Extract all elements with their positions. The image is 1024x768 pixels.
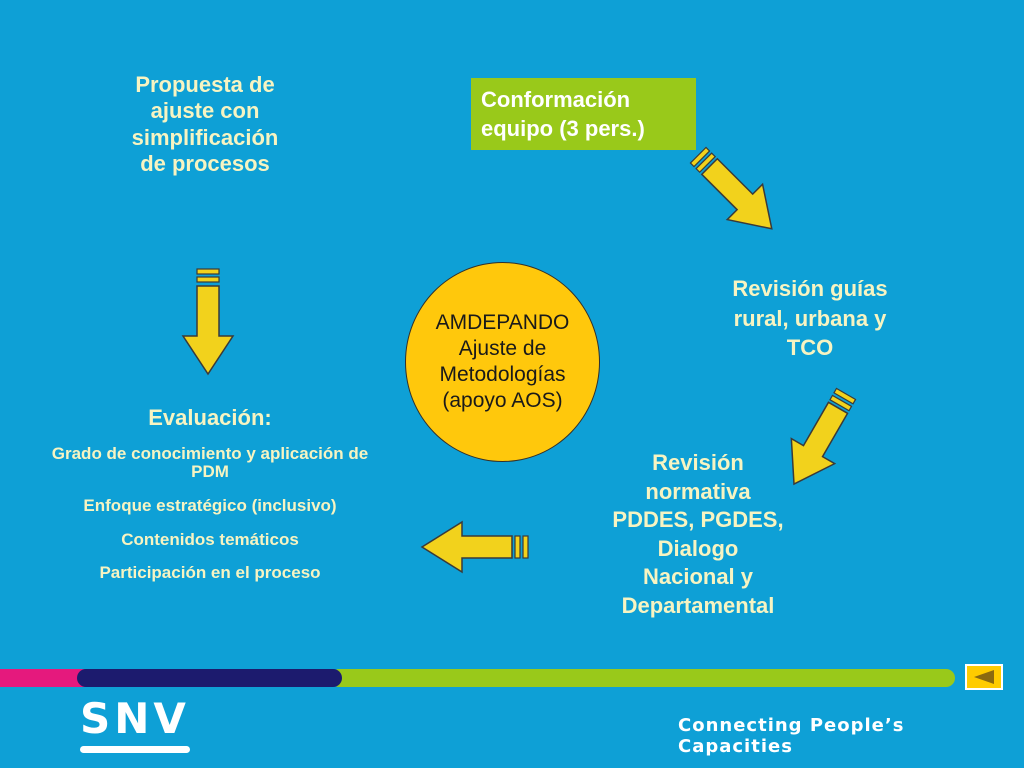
conformacion-line: equipo (3 pers.) <box>481 115 645 141</box>
node-propuesta: Propuesta de ajuste con simplificación d… <box>105 72 305 178</box>
revision-normativa-line: Dialogo <box>657 535 739 561</box>
center-line: AMDEPANDO <box>435 310 570 334</box>
revision-guias-line: rural, urbana y <box>733 305 887 331</box>
revision-normativa-line: Nacional y <box>642 564 754 590</box>
evaluacion-item: Enfoque estratégico (inclusivo) <box>83 495 337 515</box>
node-revision-guias: Revisión guías rural, urbana y TCO <box>705 274 915 363</box>
center-line: (apoyo AOS) <box>442 389 563 413</box>
propuesta-line: ajuste con <box>150 98 260 124</box>
bar-segment-pink <box>0 669 95 687</box>
propuesta-line: Propuesta de <box>135 72 275 97</box>
snv-logo-text: SNV <box>80 694 190 743</box>
revision-normativa-line: Departamental <box>621 592 775 618</box>
node-conformacion: Conformación equipo (3 pers.) <box>471 78 696 150</box>
propuesta-line: de procesos <box>140 151 270 177</box>
back-button[interactable] <box>965 664 1003 690</box>
evaluacion-item: Grado de conocimiento y aplicación de PD… <box>51 444 369 481</box>
center-node-amdepando: AMDEPANDO Ajuste de Metodologías (apoyo … <box>405 262 600 462</box>
arrow-up-icon <box>181 268 235 376</box>
bar-segment-navy <box>77 669 342 687</box>
evaluacion-item: Contenidos temáticos <box>121 529 299 549</box>
revision-normativa-line: normativa <box>645 478 751 504</box>
evaluacion-title: Evaluación: <box>148 405 272 430</box>
back-triangle-icon <box>974 670 994 684</box>
node-revision-normativa: Revisión normativa PDDES, PGDES, Dialogo… <box>588 449 808 621</box>
revision-guias-line: Revisión guías <box>732 276 888 301</box>
snv-logo: SNV <box>80 698 190 753</box>
arrow-down-left-icon <box>790 387 857 486</box>
tagline: Connecting People’s Capacities <box>678 715 905 757</box>
arrow-down-right-icon <box>689 146 773 230</box>
snv-logo-underline <box>80 746 190 753</box>
revision-normativa-line: PDDES, PGDES, <box>612 507 784 533</box>
arrow-left-icon <box>420 520 529 574</box>
node-evaluacion: Evaluación: Grado de conocimiento y apli… <box>50 405 370 598</box>
conformacion-line: Conformación <box>481 87 631 112</box>
bar-segment-green <box>330 669 955 687</box>
evaluacion-item: Participación en el proceso <box>99 563 321 583</box>
revision-normativa-line: Revisión <box>652 450 744 475</box>
footer-color-bar <box>0 669 1024 687</box>
revision-guias-line: TCO <box>786 335 834 361</box>
propuesta-line: simplificación <box>131 124 279 150</box>
center-line: Ajuste de <box>458 336 547 360</box>
center-line: Metodologías <box>439 363 566 386</box>
